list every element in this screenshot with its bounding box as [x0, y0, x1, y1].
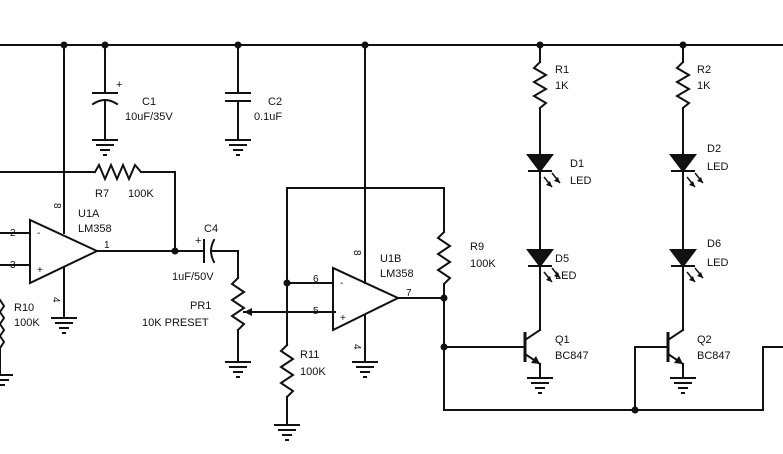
q1-part: BC847 [555, 350, 589, 362]
transistor-q2: Q2 BC847 [634, 328, 731, 394]
u1b-minus: - [340, 278, 343, 289]
r9-value: 100K [470, 258, 496, 270]
led-channel-2: R2 1K D2 LED D6 LED [670, 44, 728, 331]
d5-ref: D5 [555, 253, 569, 265]
resistor-r11: R11 100K [273, 343, 326, 441]
d2-value: LED [707, 161, 728, 173]
r11-value: 100K [300, 366, 326, 378]
r7-ref: R7 [95, 188, 109, 200]
u1b-pin6: 6 [313, 274, 319, 285]
supply-rail [0, 41, 783, 49]
r10-value: 100K [14, 317, 40, 329]
r1-value: 1K [555, 80, 569, 92]
c2-value: 0.1uF [254, 111, 282, 123]
opamp-u1a: - + 2 3 1 8 4 U1A LM358 [0, 44, 179, 334]
q2-ref: Q2 [697, 334, 712, 346]
capacitor-c2: C2 0.1uF [224, 44, 282, 156]
c4-polarity: + [195, 235, 201, 247]
c1-value: 10uF/35V [125, 111, 173, 123]
u1a-ref: U1A [78, 208, 100, 220]
r10-ref: R10 [14, 302, 34, 314]
bottom-bus [443, 346, 783, 414]
u1a-plus: + [37, 265, 43, 276]
u1b-pin7: 7 [406, 288, 412, 299]
r7-value: 100K [128, 188, 154, 200]
r2-ref: R2 [697, 64, 711, 76]
d2-ref: D2 [707, 143, 721, 155]
r11-ref: R11 [300, 349, 319, 361]
d1-ref: D1 [570, 158, 584, 170]
c4-ref: C4 [204, 223, 218, 235]
c2-ref: C2 [268, 96, 282, 108]
capacitor-c4: + C4 1uF/50V [172, 223, 239, 283]
u1b-plus: + [340, 313, 346, 324]
u1b-pin8: 8 [351, 250, 362, 256]
led-channel-1: R1 1K D1 LED D5 LED [527, 44, 591, 331]
c4-value: 1uF/50V [172, 271, 214, 283]
d6-value: LED [707, 257, 728, 269]
transistor-q1: Q1 BC847 [443, 328, 589, 394]
d5-value: LED [555, 270, 576, 282]
r9-ref: R9 [470, 241, 484, 253]
q1-ref: Q1 [555, 334, 570, 346]
r2-value: 1K [697, 80, 711, 92]
preset-pr1: PR1 10K PRESET [142, 276, 336, 378]
resistor-r7: R7 100K [0, 162, 176, 252]
u1a-pin4: 4 [50, 297, 61, 303]
u1a-pin1: 1 [104, 240, 110, 251]
d1-value: LED [570, 175, 591, 187]
r1-ref: R1 [555, 64, 569, 76]
d6-ref: D6 [707, 238, 721, 250]
u1b-pin4: 4 [351, 344, 362, 350]
pr1-ref: PR1 [190, 300, 211, 312]
u1b-part: LM358 [380, 268, 414, 280]
u1b-pin5: 5 [313, 306, 319, 317]
q2-part: BC847 [697, 350, 731, 362]
u1a-part: LM358 [78, 223, 112, 235]
resistor-r10: R10 100K [0, 298, 40, 386]
u1a-pin8: 8 [51, 203, 62, 209]
capacitor-c1: + C1 10uF/35V [91, 44, 173, 156]
c1-ref: C1 [142, 96, 156, 108]
c1-polarity: + [116, 79, 122, 91]
pr1-value: 10K PRESET [142, 317, 209, 329]
u1a-minus: - [37, 228, 40, 239]
u1b-ref: U1B [380, 253, 401, 265]
opamp-u1b: - + 6 5 7 8 4 U1B LM358 [283, 44, 448, 378]
